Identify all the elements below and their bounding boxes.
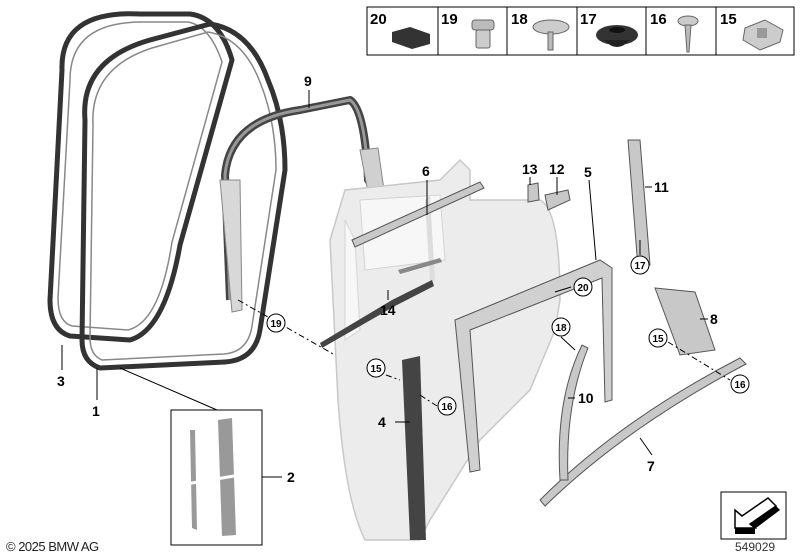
part-label-20: 20 xyxy=(370,11,387,28)
copyright: © 2025 BMW AG xyxy=(6,539,99,554)
cover-8 xyxy=(654,287,716,356)
clip-13 xyxy=(527,182,540,203)
circled-callout-20: 20 xyxy=(577,283,589,294)
callout-4: 4 xyxy=(378,414,386,430)
callout-13: 13 xyxy=(522,161,538,177)
part-label-19: 19 xyxy=(441,11,458,28)
callout-9: 9 xyxy=(304,73,312,89)
callout-7: 7 xyxy=(647,458,655,474)
callout-5: 5 xyxy=(584,164,592,180)
circled-callout-17: 17 xyxy=(634,261,646,272)
part-label-16: 16 xyxy=(650,11,667,28)
part-label-15: 15 xyxy=(720,11,737,28)
callout-6: 6 xyxy=(422,163,430,179)
guide-rail xyxy=(454,259,613,473)
clip-12 xyxy=(544,189,571,211)
hardware-strip: 20 19 18 17 16 15 xyxy=(366,6,795,56)
callout-11: 11 xyxy=(654,179,669,195)
upper-channel xyxy=(351,181,485,248)
clip-nut-icon xyxy=(471,19,495,49)
circled-callout-16: 16 xyxy=(734,380,746,391)
callout-1: 1 xyxy=(92,403,100,419)
screw-icon xyxy=(532,19,570,51)
window-frame-seal xyxy=(219,96,385,313)
diagram-number: 549029 xyxy=(735,540,776,554)
sill-strip xyxy=(539,357,747,507)
callout-8: 8 xyxy=(710,311,718,327)
circled-callout-19: 19 xyxy=(270,319,282,330)
leader-lines xyxy=(61,90,731,478)
orientation-arrow-icon xyxy=(720,491,787,540)
part-label-17: 17 xyxy=(580,11,597,28)
clip-15-icon xyxy=(742,19,784,51)
tapping-screw-icon xyxy=(677,15,699,53)
part-label-18: 18 xyxy=(511,11,528,28)
circled-callouts xyxy=(266,255,750,416)
callout-14: 14 xyxy=(380,302,396,318)
grommet-icon xyxy=(596,25,638,47)
callout-2: 2 xyxy=(287,469,295,485)
detail-box xyxy=(170,409,263,546)
window-channel xyxy=(320,280,434,348)
trim-4 xyxy=(402,356,426,540)
circled-callout-18: 18 xyxy=(555,323,567,334)
door-seal-inner xyxy=(79,21,288,371)
circled-callout-15: 15 xyxy=(652,334,664,345)
pillar-trim xyxy=(627,139,651,269)
strip-10 xyxy=(558,344,589,481)
callout-3: 3 xyxy=(57,373,65,389)
callout-12: 12 xyxy=(549,161,565,177)
circled-callout-16: 16 xyxy=(441,402,453,413)
callout-10: 10 xyxy=(578,390,594,406)
foam-pad-icon xyxy=(392,27,430,49)
circled-callout-15: 15 xyxy=(370,364,382,375)
door-seal-outer xyxy=(47,11,235,343)
rear-door xyxy=(329,158,561,541)
